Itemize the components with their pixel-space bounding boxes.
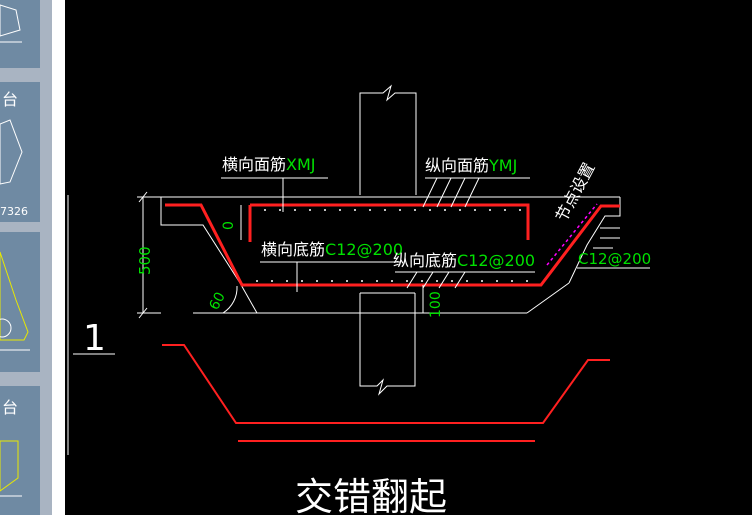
dim-tick-bottom: [138, 307, 148, 319]
right-bottom-chamfer: [526, 282, 570, 314]
label-longitudinal-bottom: 纵向底筋C12@200: [393, 251, 535, 270]
leader-side-rebar: [577, 227, 650, 269]
left-bottom-chamfer: [239, 282, 258, 314]
label-longitudinal-top-text: 纵向面筋: [425, 156, 489, 175]
dim-0-text: 0: [221, 221, 237, 230]
angle-60-text: 60: [206, 290, 228, 313]
upper-column: [359, 84, 417, 195]
lower-column: [359, 293, 416, 396]
thumbnail-2-label: 台: [2, 90, 19, 109]
label-side-rebar-code: C12@200: [578, 250, 651, 268]
thumbnail-1[interactable]: [0, 0, 40, 68]
leader-longitudinal-bottom-hatch: [406, 271, 466, 289]
thumbnail-1-preview-icon: [0, 4, 22, 43]
rebar-dots: [256, 209, 528, 282]
thumbnail-panel: 台 7326 台: [0, 0, 52, 515]
thumbnail-3-preview-icon: [0, 251, 30, 351]
thumbnail-4[interactable]: 台: [0, 386, 40, 515]
label-transverse-top-code: XMJ: [286, 155, 315, 174]
label-transverse-top: 横向面筋XMJ: [222, 155, 316, 174]
drawing-caption: 交错翻起: [295, 475, 447, 515]
label-longitudinal-bottom-code: C12@200: [457, 251, 535, 270]
label-transverse-bottom: 横向底筋C12@200: [261, 240, 403, 259]
joint-dashed-line: [546, 203, 598, 266]
right-slope-outline: [568, 197, 621, 284]
elevation-rebar-outer: [162, 344, 610, 424]
thumbnail-4-preview-icon: [0, 440, 22, 497]
section-number: 1: [83, 318, 106, 359]
dim-100-text: 100: [428, 291, 444, 318]
dim-500-text: 500: [136, 246, 154, 275]
angle-arc: [222, 285, 238, 314]
label-longitudinal-top: 纵向面筋YMJ: [425, 156, 517, 175]
label-joint-setting: 节点设置: [552, 159, 599, 224]
thumbnail-4-label: 台: [2, 398, 19, 417]
thumbnail-2-number: 7326: [0, 205, 28, 218]
thumbnail-3[interactable]: [0, 232, 40, 372]
top-rebar-right: [250, 203, 530, 240]
label-transverse-top-text: 横向面筋: [222, 155, 286, 174]
label-longitudinal-bottom-text: 纵向底筋: [393, 251, 457, 270]
dim-tick-top: [138, 191, 148, 203]
section-drawing: 1: [67, 84, 651, 515]
bottom-rebar: [165, 203, 620, 287]
label-longitudinal-top-code: YMJ: [488, 156, 517, 175]
thumbnail-2[interactable]: 台 7326: [0, 82, 40, 222]
left-slope-outline: [160, 197, 241, 284]
label-transverse-bottom-code: C12@200: [325, 240, 403, 259]
cad-canvas[interactable]: 1: [65, 0, 752, 515]
leader-longitudinal-top-hatch: [422, 177, 480, 208]
label-transverse-bottom-text: 横向底筋: [261, 240, 325, 259]
thumbnail-2-preview-icon: [0, 119, 23, 185]
vertical-scrollbar[interactable]: [52, 0, 65, 515]
